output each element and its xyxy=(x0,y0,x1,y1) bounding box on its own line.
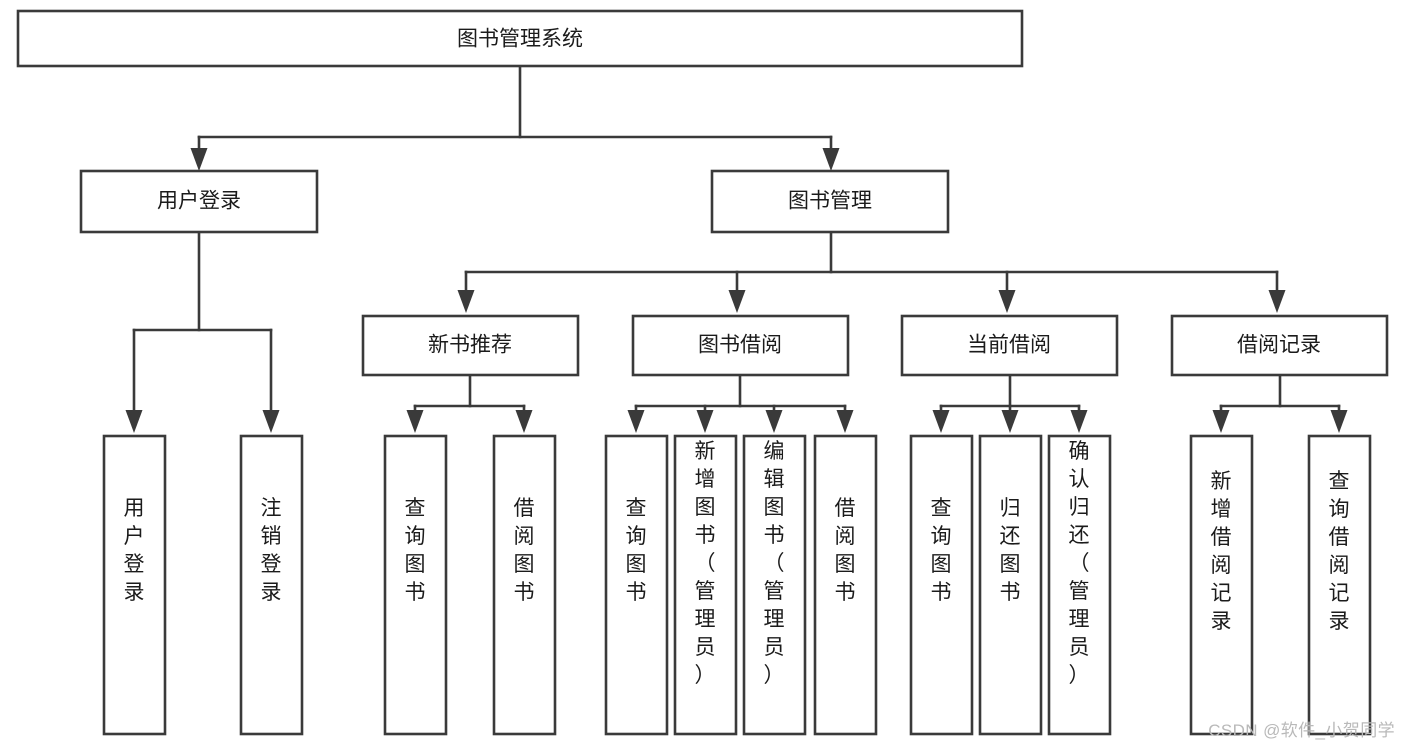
leaf-add-record[interactable]: 新增借阅记录 xyxy=(1189,434,1254,736)
leaf-add-record-label: 新增借阅记录 xyxy=(1211,470,1232,633)
node-user-login[interactable]: 用户登录 xyxy=(79,169,319,234)
leaf-borrow-book-b[interactable]: 借阅图书 xyxy=(813,434,878,736)
arrow-to-leaf-confirm-return xyxy=(1070,410,1088,433)
leaf-logout-label: 注销登录 xyxy=(261,497,282,604)
node-root-label: 图书管理系统 xyxy=(457,28,583,51)
leaf-query-book-a[interactable]: 查询图书 xyxy=(383,434,448,736)
node-user-login-label: 用户登录 xyxy=(157,190,241,213)
node-current-borrow-box[interactable] xyxy=(900,314,1119,377)
arrow-to-leaf-query-book-a xyxy=(406,410,424,433)
node-book-manage-label: 图书管理 xyxy=(788,190,872,213)
leaf-return-book-box[interactable] xyxy=(978,434,1043,736)
leaf-query-book-c-box[interactable] xyxy=(909,434,974,736)
arrow-to-book-borrow xyxy=(728,290,746,313)
node-book-borrow-label: 图书借阅 xyxy=(698,334,782,357)
arrow-to-leaf-user-login xyxy=(125,410,143,433)
node-borrow-record-label: 借阅记录 xyxy=(1237,334,1321,357)
leaf-confirm-return[interactable]: 确认归还（管理员） xyxy=(1047,434,1112,736)
leaf-borrow-book-a-box[interactable] xyxy=(492,434,557,736)
leaf-edit-book[interactable]: 编辑图书（管理员） xyxy=(742,434,807,736)
node-book-manage[interactable]: 图书管理 xyxy=(710,169,950,234)
leaf-borrow-book-a-label: 借阅图书 xyxy=(514,497,535,604)
leaf-borrow-book-b-label: 借阅图书 xyxy=(835,497,856,604)
leaf-add-book-box[interactable] xyxy=(673,434,738,736)
arrow-to-leaf-query-book-c xyxy=(932,410,950,433)
leaf-query-book-a-box[interactable] xyxy=(383,434,448,736)
leaf-borrow-book-b-box[interactable] xyxy=(813,434,878,736)
arrow-to-leaf-borrow-book-a xyxy=(515,410,533,433)
leaf-query-book-c[interactable]: 查询图书 xyxy=(909,434,974,736)
leaf-return-book[interactable]: 归还图书 xyxy=(978,434,1043,736)
leaf-borrow-book-a[interactable]: 借阅图书 xyxy=(492,434,557,736)
leaf-add-book[interactable]: 新增图书（管理员） xyxy=(673,434,738,736)
leaf-logout[interactable]: 注销登录 xyxy=(239,434,304,736)
node-user-login-box[interactable] xyxy=(79,169,319,234)
leaf-edit-book-box[interactable] xyxy=(742,434,807,736)
leaf-edit-book-label: 编辑图书（管理员） xyxy=(764,440,785,687)
leaf-query-record[interactable]: 查询借阅记录 xyxy=(1307,434,1372,736)
leaf-query-record-box[interactable] xyxy=(1307,434,1372,736)
arrow-to-user-login xyxy=(190,148,208,171)
arrow-to-leaf-return-book xyxy=(1001,410,1019,433)
node-borrow-record-box[interactable] xyxy=(1170,314,1389,377)
leaf-user-login-label: 用户登录 xyxy=(124,497,145,604)
arrow-to-book-manage xyxy=(822,148,840,171)
arrow-to-leaf-logout xyxy=(262,410,280,433)
node-new-book-rec[interactable]: 新书推荐 xyxy=(361,314,580,377)
arrow-to-leaf-borrow-book-b xyxy=(836,410,854,433)
leaf-query-book-a-label: 查询图书 xyxy=(405,497,426,604)
node-new-book-rec-label: 新书推荐 xyxy=(428,334,512,357)
leaf-add-record-box[interactable] xyxy=(1189,434,1254,736)
leaf-query-book-b-box[interactable] xyxy=(604,434,669,736)
leaf-user-login[interactable]: 用户登录 xyxy=(102,434,167,736)
arrow-to-new-book-rec xyxy=(457,290,475,313)
node-root[interactable]: 图书管理系统 xyxy=(16,9,1024,68)
arrow-to-leaf-add-record xyxy=(1212,410,1230,433)
arrow-to-leaf-edit-book xyxy=(765,410,783,433)
arrow-to-leaf-query-record xyxy=(1330,410,1348,433)
leaf-user-login-box[interactable] xyxy=(102,434,167,736)
node-book-manage-box[interactable] xyxy=(710,169,950,234)
node-book-borrow-box[interactable] xyxy=(631,314,850,377)
node-book-borrow[interactable]: 图书借阅 xyxy=(631,314,850,377)
leaf-confirm-return-label: 确认归还（管理员） xyxy=(1069,440,1090,687)
arrow-to-borrow-record xyxy=(1268,290,1286,313)
leaf-add-book-label: 新增图书（管理员） xyxy=(695,440,716,687)
leaf-return-book-label: 归还图书 xyxy=(1000,497,1021,604)
node-current-borrow[interactable]: 当前借阅 xyxy=(900,314,1119,377)
leaf-query-book-b-label: 查询图书 xyxy=(626,497,647,604)
arrow-to-current-borrow xyxy=(998,290,1016,313)
node-root-box[interactable] xyxy=(16,9,1024,68)
arrow-to-leaf-query-book-b xyxy=(627,410,645,433)
leaf-confirm-return-box[interactable] xyxy=(1047,434,1112,736)
arrow-to-leaf-add-book xyxy=(696,410,714,433)
node-borrow-record[interactable]: 借阅记录 xyxy=(1170,314,1389,377)
node-new-book-rec-box[interactable] xyxy=(361,314,580,377)
leaf-query-book-b[interactable]: 查询图书 xyxy=(604,434,669,736)
leaf-query-record-label: 查询借阅记录 xyxy=(1329,470,1350,633)
leaf-logout-box[interactable] xyxy=(239,434,304,736)
node-current-borrow-label: 当前借阅 xyxy=(967,334,1051,357)
leaf-query-book-c-label: 查询图书 xyxy=(931,497,952,604)
